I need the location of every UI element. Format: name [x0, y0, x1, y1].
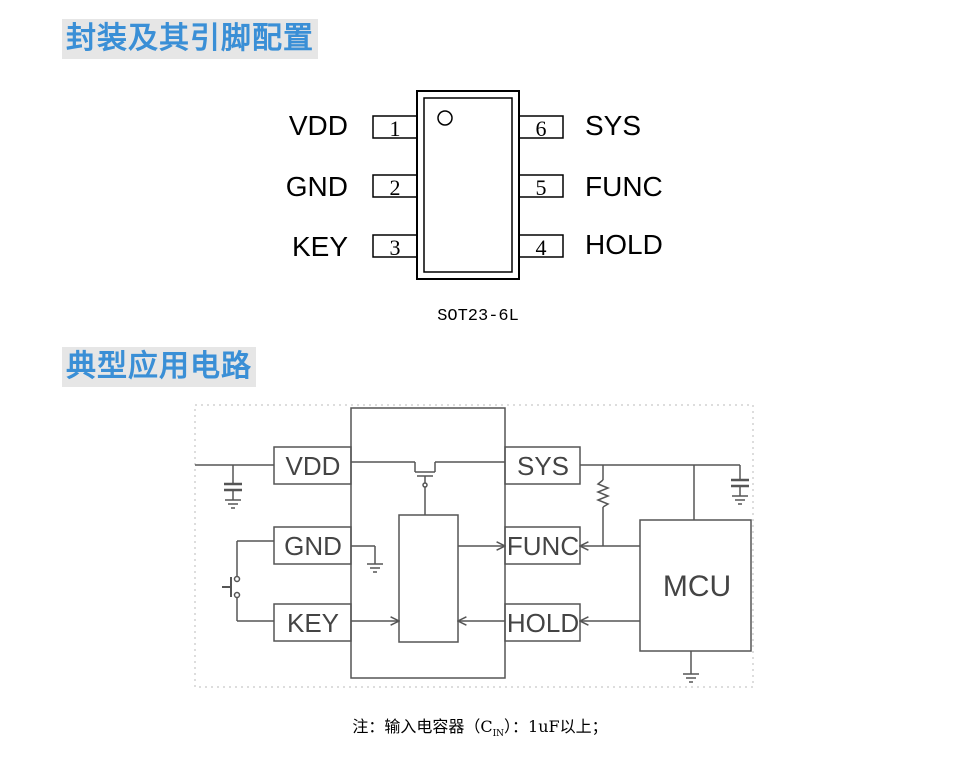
note-suffix: ）：1uF以上； [504, 717, 608, 736]
circuit-label-hold: HOLD [507, 608, 579, 638]
pin-number-1: 1 [390, 116, 401, 141]
pin-name-func: FUNC [585, 171, 663, 202]
mcu-label: MCU [663, 570, 731, 603]
pin-box-3 [372, 234, 418, 258]
note-subscript: IN [492, 729, 505, 740]
package-body [416, 90, 520, 280]
note-prefix: 注：输入电容器（C [352, 717, 493, 736]
key-button [222, 540, 274, 622]
pin-number-2: 2 [390, 175, 401, 200]
circuit-pin-sys [504, 446, 581, 485]
circuit-label-key: KEY [287, 608, 339, 638]
pin1-marker [437, 110, 453, 126]
inner-logic-block [398, 514, 459, 643]
pin-name-key: KEY [292, 231, 348, 262]
circuit-label-sys: SYS [517, 451, 569, 481]
package-pin-config-heading: 封装及其引脚配置 [62, 19, 318, 59]
package-inner-outline [423, 97, 513, 273]
circuit-label-vdd: VDD [286, 451, 341, 481]
pin-number-4: 4 [536, 235, 547, 260]
pin-box-1 [372, 115, 418, 139]
mcu-ground [683, 651, 699, 683]
pin-number-6: 6 [536, 116, 547, 141]
pin-number-5: 5 [536, 175, 547, 200]
pull-up-resistor [595, 465, 611, 546]
circuit-frame [194, 404, 754, 688]
circuit-label-gnd: GND [284, 531, 342, 561]
typical-application-circuit-heading: 典型应用电路 [62, 347, 256, 387]
circuit-pin-gnd [273, 526, 352, 565]
circuit-pin-hold [504, 603, 581, 642]
input-capacitor-note: 注：输入电容器（CIN）：1uF以上； [0, 713, 960, 739]
pin-name-sys: SYS [585, 110, 641, 141]
circuit-pin-func [504, 526, 581, 565]
pin-number-3: 3 [390, 235, 401, 260]
pin-box-4 [518, 234, 564, 258]
input-capacitor [224, 465, 242, 509]
output-capacitor [731, 465, 749, 505]
circuit-label-func: FUNC [507, 531, 579, 561]
gnd-pin-ground [351, 545, 383, 573]
pin-box-2 [372, 174, 418, 198]
pin-name-vdd: VDD [289, 110, 348, 141]
circuit-pin-key [273, 603, 352, 642]
chip-outline [350, 407, 506, 679]
package-name: SOT23-6L [437, 307, 519, 326]
pin-box-6 [518, 115, 564, 139]
pin-box-5 [518, 174, 564, 198]
internal-switch [414, 462, 436, 515]
circuit-pin-vdd [273, 446, 352, 485]
pin-diagram: 1 2 3 4 5 6 VDD GND KEY HOLD FUNC SYS SO… [286, 90, 663, 326]
pin-name-gnd: GND [286, 171, 348, 202]
mcu-box [639, 519, 752, 652]
pin-name-hold: HOLD [585, 229, 663, 260]
